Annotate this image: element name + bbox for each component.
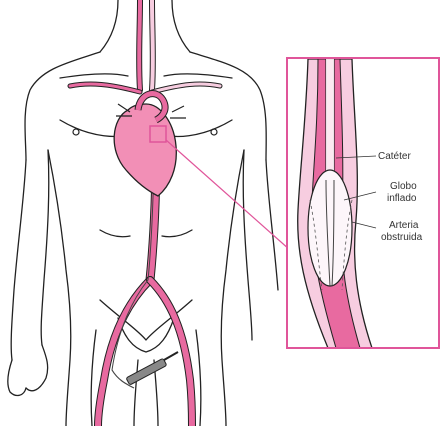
balloon-label-line1: Globo [390, 181, 417, 192]
right-nipple [211, 129, 217, 135]
body-outline [8, 0, 278, 426]
catheter-label: Catéter [378, 151, 411, 162]
heart [114, 104, 176, 196]
catheter-syringe [112, 352, 178, 388]
inflated-balloon [308, 170, 352, 286]
left-nipple [73, 129, 79, 135]
artery-label-line1: Arteria [389, 220, 419, 231]
artery-label-line2: obstruida [381, 232, 423, 243]
balloon-label-line2: inflado [387, 193, 417, 204]
